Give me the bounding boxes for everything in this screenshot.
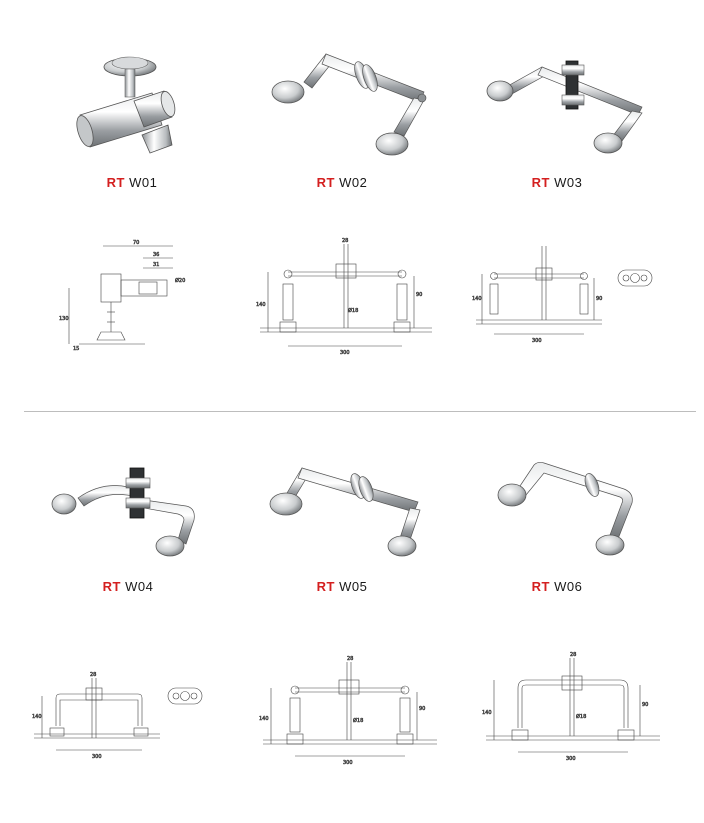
product-photo-w01 bbox=[72, 45, 192, 155]
dim-label: 140 bbox=[256, 302, 266, 308]
dim-label: 28 bbox=[342, 238, 348, 244]
dim-label: 140 bbox=[259, 716, 269, 722]
section-divider bbox=[24, 411, 696, 412]
dim-label: 140 bbox=[472, 296, 482, 302]
dim-label: 36 bbox=[153, 252, 159, 258]
product-photo-w03 bbox=[482, 45, 652, 160]
dim-label: 300 bbox=[340, 350, 350, 356]
product-label-code: W03 bbox=[554, 175, 583, 190]
dim-label: 140 bbox=[32, 714, 42, 720]
dim-label: 70 bbox=[133, 240, 139, 246]
product-label-prefix: RT bbox=[316, 579, 335, 594]
technical-drawing-w03: 140 90 300 bbox=[472, 238, 682, 348]
dim-label: Ø20 bbox=[175, 277, 185, 284]
product-label-code: W01 bbox=[129, 175, 158, 190]
dim-label: Ø18 bbox=[576, 713, 586, 720]
dim-label: 300 bbox=[92, 754, 102, 760]
dim-label: 300 bbox=[343, 760, 353, 766]
product-label-prefix: RT bbox=[106, 175, 125, 190]
dim-label: 28 bbox=[90, 672, 96, 678]
product-label-code: W02 bbox=[339, 175, 368, 190]
dim-label: Ø18 bbox=[348, 307, 358, 314]
technical-drawing-w02: 28 140 90 Ø18 300 bbox=[250, 232, 440, 362]
product-label-prefix: RT bbox=[531, 579, 550, 594]
product-photo-w05 bbox=[262, 458, 442, 563]
dim-label: 28 bbox=[347, 656, 353, 662]
technical-drawing-w04: 28 140 300 bbox=[30, 668, 230, 768]
product-label-code: W05 bbox=[339, 579, 368, 594]
product-photo-w02 bbox=[264, 40, 444, 165]
product-label-prefix: RT bbox=[531, 175, 550, 190]
dim-label: 90 bbox=[419, 706, 425, 712]
dim-label: 90 bbox=[416, 292, 422, 298]
product-label-w04: RT W04 bbox=[28, 579, 228, 594]
technical-drawing-w05: 28 140 90 Ø18 300 bbox=[255, 652, 445, 772]
product-label-w01: RT W01 bbox=[32, 175, 232, 190]
dim-label: 28 bbox=[570, 652, 576, 658]
product-photo-w04 bbox=[48, 460, 208, 570]
technical-drawing-w01: 70 36 31 Ø20 130 15 bbox=[55, 232, 195, 362]
product-label-code: W06 bbox=[554, 579, 583, 594]
dim-label: 90 bbox=[596, 296, 602, 302]
product-label-code: W04 bbox=[125, 579, 154, 594]
dim-label: 15 bbox=[73, 346, 79, 352]
product-label-prefix: RT bbox=[102, 579, 121, 594]
dim-label: 90 bbox=[642, 702, 648, 708]
product-label-prefix: RT bbox=[316, 175, 335, 190]
product-label-w06: RT W06 bbox=[457, 579, 657, 594]
product-label-w03: RT W03 bbox=[457, 175, 657, 190]
dim-label: 31 bbox=[153, 262, 159, 268]
product-photo-w06 bbox=[492, 455, 652, 565]
dim-label: 130 bbox=[59, 316, 69, 322]
product-label-w05: RT W05 bbox=[242, 579, 442, 594]
dim-label: 300 bbox=[566, 756, 576, 762]
dim-label: 300 bbox=[532, 338, 542, 344]
dim-label: 140 bbox=[482, 710, 492, 716]
technical-drawing-w06: 28 140 90 Ø18 300 bbox=[478, 648, 668, 768]
product-label-w02: RT W02 bbox=[242, 175, 442, 190]
dim-label: Ø18 bbox=[353, 717, 363, 724]
